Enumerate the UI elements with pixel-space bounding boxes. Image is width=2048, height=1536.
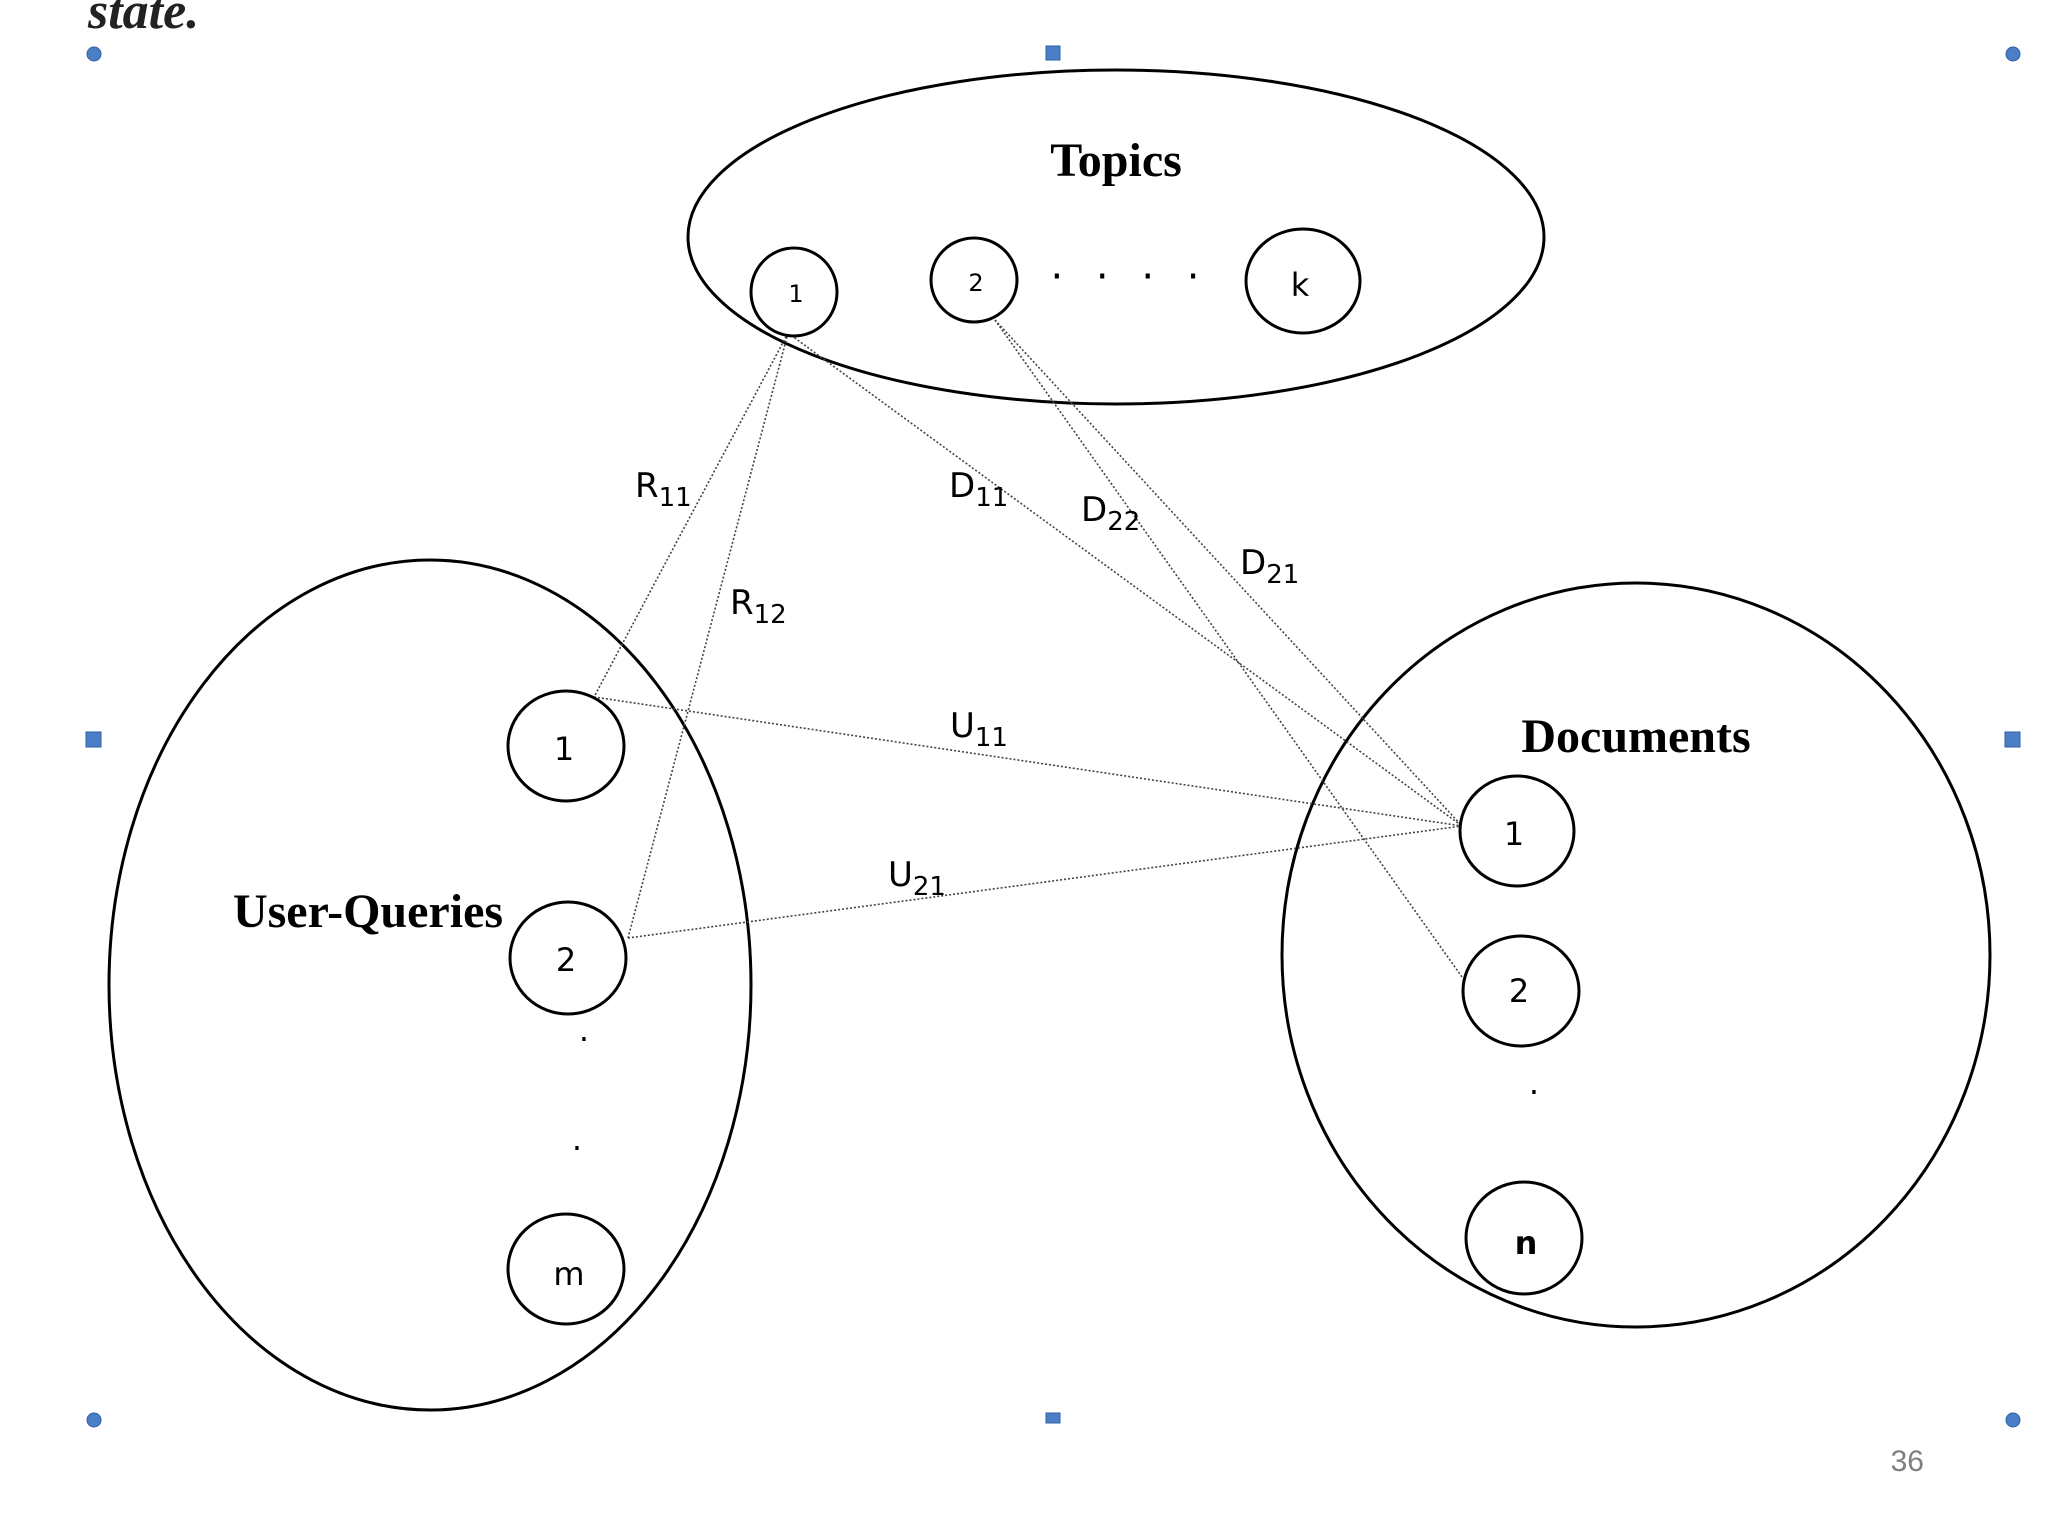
query-node-1-label: 1 [554,730,574,768]
topic-node-2-label: 2 [968,269,983,297]
edge-label-d22-letter: D [1081,490,1107,530]
selection-handle-top-right[interactable] [2005,46,2021,62]
edges [593,319,1463,978]
document-node-1-circle [1458,774,1576,888]
edge-label-u21: U21 [888,855,946,902]
topic-node-2: 2 [929,236,1019,324]
edge-label-u21-letter: U [888,855,913,895]
topics-group [686,68,1546,406]
edge-d22 [994,319,1463,978]
query-node-m: m [506,1212,626,1326]
documents-title: Documents [1521,710,1750,763]
selection-handle-top-left[interactable] [86,46,102,62]
document-node-1-label: 1 [1504,815,1524,853]
query-node-2: 2 [508,900,628,1016]
query-node-m-label: m [553,1255,584,1293]
query-node-m-circle [506,1212,626,1326]
document-dot: · [1529,1073,1539,1111]
edge-label-d11-letter: D [949,466,975,506]
query-node-2-label: 2 [556,941,576,979]
edge-u21 [627,825,1463,939]
document-node-2: 2 [1461,934,1581,1048]
edge-d11 [787,332,1463,827]
query-node-1-circle [506,689,626,803]
page-number: 36 [1890,1445,1924,1478]
selection-handle-bottom-left[interactable] [86,1412,102,1428]
documents-group [1280,581,1992,1329]
document-node-2-label: 2 [1509,972,1529,1010]
edge-label-d11-sub: 11 [975,483,1008,513]
selection-handle-middle-left[interactable] [85,731,102,748]
user-queries-title: User-Queries [233,885,503,938]
edge-label-d22: D22 [1081,490,1140,537]
edge-label-r12-letter: R [730,583,754,623]
edge-d21 [994,319,1463,827]
topic-node-k: k [1244,227,1362,335]
selection-handle-middle-right[interactable] [2004,731,2021,748]
document-node-1: 1 [1458,774,1576,888]
selection-handle-bottom-middle[interactable] [1045,1412,1061,1424]
edge-label-r12: R12 [730,583,787,630]
query-node-1: 1 [506,689,626,803]
edge-label-d21-letter: D [1240,543,1266,583]
topic-node-2-circle [929,236,1019,324]
topic-node-k-circle [1244,227,1362,335]
topic-node-k-label: k [1291,266,1310,304]
topics-title: Topics [1050,134,1182,187]
topic-node-1-label: 1 [788,280,803,308]
edge-label-d21-sub: 21 [1266,560,1299,590]
query-dot-1: · [579,1020,589,1058]
edge-label-d21: D21 [1240,543,1299,590]
edge-r12 [627,332,789,939]
edge-r11 [593,332,789,698]
cut-off-slide-title: state. [88,0,200,40]
edge-label-r11: R11 [635,466,692,513]
document-node-n: n [1464,1180,1584,1296]
edge-u11 [593,696,1463,827]
edge-label-u11: U11 [950,706,1008,753]
topics-ellipsis: · · · · [1050,254,1209,300]
edge-label-u21-sub: 21 [913,872,946,902]
user-queries-group [107,558,753,1412]
edge-label-d22-sub: 22 [1107,507,1140,537]
edge-label-r11-letter: R [635,466,659,506]
edge-label-r12-sub: 12 [754,600,787,630]
edge-label-r11-sub: 11 [659,483,692,513]
document-node-n-label: n [1515,1224,1538,1262]
edge-label-d11: D11 [949,466,1008,513]
topic-node-1-circle [749,246,839,338]
document-node-2-circle [1461,934,1581,1048]
selection-handles[interactable] [85,45,2021,1428]
query-node-2-circle [508,900,628,1016]
selection-handle-bottom-right[interactable] [2005,1412,2021,1428]
edge-label-u11-letter: U [950,706,975,746]
document-node-n-circle [1464,1180,1584,1296]
edge-label-u11-sub: 11 [975,723,1008,753]
query-dot-2: · [572,1129,582,1167]
topic-node-1: 1 [749,246,839,338]
selection-handle-top-middle[interactable] [1045,45,1061,61]
